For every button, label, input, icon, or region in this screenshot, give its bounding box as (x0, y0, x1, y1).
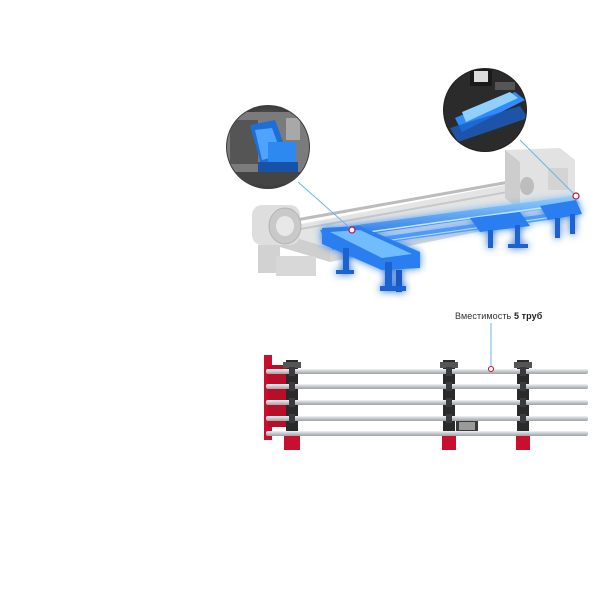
callout-dot-left (348, 226, 356, 234)
callout-dot-right (572, 192, 580, 200)
pipe-2 (266, 384, 588, 389)
capacity-label-value: 5 труб (513, 311, 543, 321)
pipes (266, 369, 588, 436)
pipe-1 (266, 369, 588, 374)
capacity-callout-dot (487, 365, 495, 373)
pipe-rack (264, 355, 588, 450)
pipe-3 (266, 400, 588, 405)
pipe-5 (266, 431, 588, 436)
controller-panel-detail-icon (443, 68, 527, 152)
capacity-label: Вместимость 5 труб (455, 311, 542, 321)
callout-line-left (297, 181, 351, 229)
loader-clamp-detail-icon (226, 105, 310, 189)
chuck-housing (252, 205, 316, 276)
capacity-label-prefix: Вместимость (455, 311, 512, 321)
tube-loader-highlight (320, 196, 582, 292)
pipe-4 (266, 416, 588, 421)
callout-line-right (519, 139, 576, 196)
